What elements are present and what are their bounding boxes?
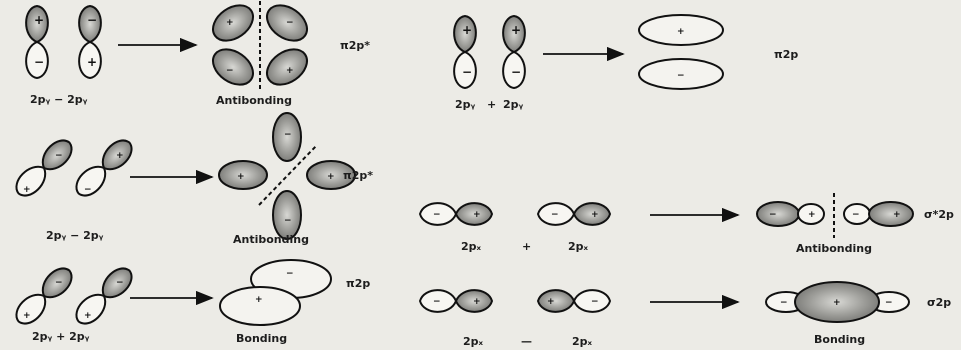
pi-bonding-orbital: + − (639, 15, 723, 89)
reactants-label: 2pᵧ − 2pᵧ (30, 93, 88, 106)
sign-plus: + (84, 311, 92, 321)
sign-plus: + (591, 210, 599, 220)
reactant-b-label: 2pₓ (572, 335, 593, 348)
sign-plus: + (462, 23, 472, 37)
orbital-name: π2p (346, 277, 370, 290)
orbital-name: π2p* (343, 169, 373, 182)
sign-plus: + (255, 295, 263, 305)
panel-pi-bonding-side: + − + − 2pᵧ + 2pᵧ + − π2p (454, 15, 798, 111)
product-label: Bonding (814, 333, 865, 346)
pi-bonding-orbital: − + (220, 260, 331, 325)
sigma-antibonding-orbital: − + − + (757, 193, 913, 238)
reactant-b-label: 2pᵧ (503, 98, 524, 111)
orbital-lobe (757, 202, 799, 226)
reactants-label: 2pᵧ + 2pᵧ (32, 330, 90, 343)
antibonding-orbital: + − − + (206, 0, 313, 92)
sign-plus: + (226, 18, 234, 28)
sign-minus: − (55, 151, 63, 161)
sign-minus: − (511, 65, 521, 79)
sign-plus: + (116, 151, 124, 161)
p-orbital-2: − + (538, 203, 610, 225)
p-orbital-1 (11, 135, 77, 201)
panel-pi-antibonding-side: + − − + 2pᵧ − 2pᵧ + − − + Antibonding π2… (26, 0, 370, 107)
reactant-a-label: 2pᵧ (455, 98, 476, 111)
sign-minus: − (34, 55, 44, 69)
operator-label: — (521, 335, 532, 348)
sign-plus: + (237, 172, 245, 182)
reactants-label: 2pᵧ − 2pᵧ (46, 229, 104, 242)
panel-pi-bonding-tilted: − + − + 2pᵧ + 2pᵧ − + Bonding π2p (11, 260, 371, 345)
reactant-b-label: 2pₓ (568, 240, 589, 253)
sign-plus: + (286, 66, 294, 76)
sign-minus: − (286, 269, 294, 279)
sign-plus: + (833, 298, 841, 308)
p-orbital-2: − + (79, 6, 101, 78)
p-orbital-1: + − (454, 16, 476, 88)
orbital-lobe (869, 202, 913, 226)
sign-plus: + (34, 13, 44, 27)
sign-plus: + (808, 210, 816, 220)
operator-label: + (487, 98, 496, 111)
orbital-name: π2p* (340, 39, 370, 52)
reactant-a-label: 2pₓ (463, 335, 484, 348)
antibonding-orbital: − − + + (219, 113, 355, 239)
p-orbital-2: + − (503, 16, 525, 88)
sign-plus: + (23, 185, 31, 195)
sign-minus: − (677, 71, 685, 81)
p-orbital-1: − + (420, 290, 492, 312)
sign-plus: + (327, 172, 335, 182)
sigma-bonding-orbital: − + − (766, 282, 909, 322)
p-orbital-1: + − (26, 6, 48, 78)
orbital-name: σ*2p (924, 208, 954, 221)
sign-minus: − (780, 298, 788, 308)
orbital-name: π2p (774, 48, 798, 61)
sign-minus: − (433, 210, 441, 220)
p-orbital-1 (11, 263, 77, 329)
product-label: Antibonding (796, 242, 872, 255)
product-label: Bonding (236, 332, 287, 345)
sign-minus: − (284, 130, 292, 140)
panel-sigma-bonding: − + + − 2pₓ — 2pₓ − + − Bonding σ2p (420, 282, 951, 348)
product-label: Antibonding (233, 233, 309, 246)
p-orbital-2: + − (538, 290, 610, 312)
sign-minus: − (852, 210, 860, 220)
sign-plus: + (547, 297, 555, 307)
sign-minus: − (286, 18, 294, 28)
orbital-lobe (273, 191, 301, 239)
sign-minus: − (769, 210, 777, 220)
sign-minus: − (284, 216, 292, 226)
sign-minus: − (591, 297, 599, 307)
sign-minus: − (885, 298, 893, 308)
p-orbital-2 (71, 135, 137, 201)
p-orbital-1: − + (420, 203, 492, 225)
operator-label: + (522, 240, 531, 253)
orbital-name: σ2p (927, 296, 951, 309)
product-label: Antibonding (216, 94, 292, 107)
sign-minus: − (551, 210, 559, 220)
sign-plus: + (893, 210, 901, 220)
sign-plus: + (23, 311, 31, 321)
sign-plus: + (677, 27, 685, 37)
sign-minus: − (84, 185, 92, 195)
orbital-lobe (220, 287, 300, 325)
orbital-lobe (538, 290, 574, 312)
sign-plus: + (511, 23, 521, 37)
panel-sigma-antibonding: − + − + 2pₓ + 2pₓ − + − + Antibonding σ*… (420, 193, 954, 255)
reactant-a-label: 2pₓ (461, 240, 482, 253)
p-orbital-2 (71, 263, 137, 329)
sign-plus: + (87, 55, 97, 69)
panel-pi-antibonding-tilted: − + + − 2pᵧ − 2pᵧ − − + + Antibonding π2… (11, 113, 373, 246)
sign-minus: − (116, 278, 124, 288)
sign-minus: − (226, 66, 234, 76)
sign-plus: + (473, 210, 481, 220)
sign-minus: − (462, 65, 472, 79)
sign-minus: − (433, 297, 441, 307)
sign-plus: + (473, 297, 481, 307)
sign-minus: − (87, 13, 97, 27)
sign-minus: − (55, 278, 63, 288)
